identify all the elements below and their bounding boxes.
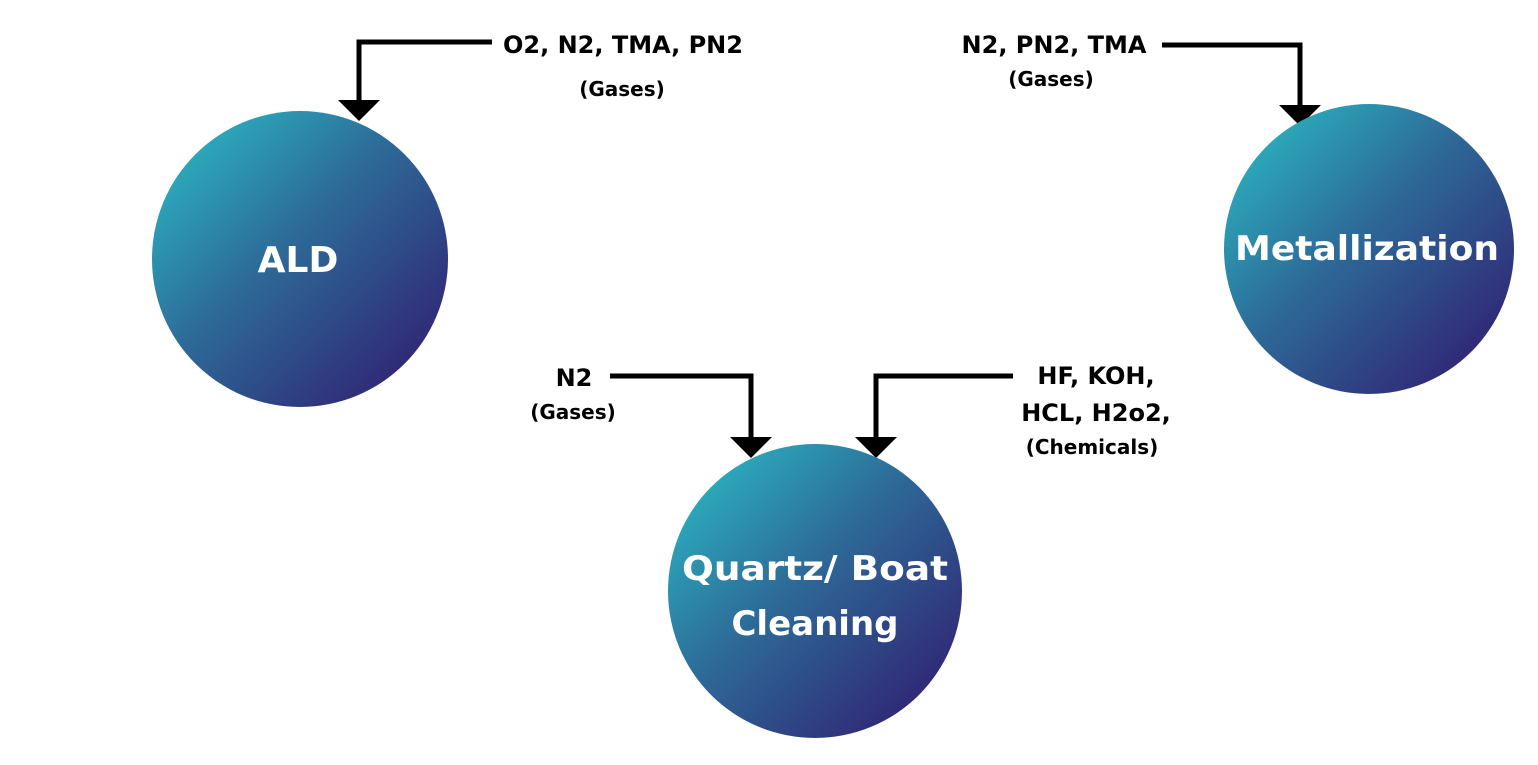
chemical-inputs-list-line1: HF, KOH,: [1037, 362, 1154, 390]
gas-inputs-type: (Gases): [530, 400, 616, 424]
metallization-label: Metallization: [1235, 229, 1499, 269]
gas-input-arrowhead: [730, 437, 772, 458]
gas-inputs-list: N2: [556, 364, 593, 392]
ald-label: ALD: [258, 240, 339, 281]
metallization-node: Metallization N2, PN2, TMA (Gases): [962, 31, 1514, 394]
ald-inputs-type: (Gases): [579, 77, 665, 101]
quartz-boat-cleaning-label-line1: Quartz/ Boat: [682, 549, 948, 589]
metallization-inputs-type: (Gases): [1008, 67, 1094, 91]
quartz-boat-cleaning-label-line2: Cleaning: [731, 604, 898, 644]
ald-node: ALD O2, N2, TMA, PN2 (Gases): [152, 31, 743, 407]
gas-input-connector: [610, 373, 754, 437]
ald-input-connector: [356, 39, 492, 100]
chemical-input-connector: [873, 373, 1013, 437]
chemical-input-arrowhead: [855, 437, 897, 458]
metallization-inputs-list: N2, PN2, TMA: [962, 31, 1147, 59]
quartz-boat-cleaning-circle: [668, 444, 962, 738]
metallization-input-arrowhead: [1279, 105, 1321, 126]
metallization-circle: [1224, 104, 1514, 394]
chemical-inputs-list-line2: HCL, H2o2,: [1021, 399, 1171, 427]
ald-input-arrowhead: [338, 100, 380, 121]
chemical-inputs-type: (Chemicals): [1026, 435, 1159, 459]
quartz-boat-cleaning-node: Quartz/ Boat Cleaning N2 (Gases) HF, KOH…: [530, 362, 1171, 738]
ald-circle: [152, 111, 448, 407]
metallization-input-connector: [1162, 42, 1303, 105]
ald-inputs-list: O2, N2, TMA, PN2: [503, 31, 743, 59]
